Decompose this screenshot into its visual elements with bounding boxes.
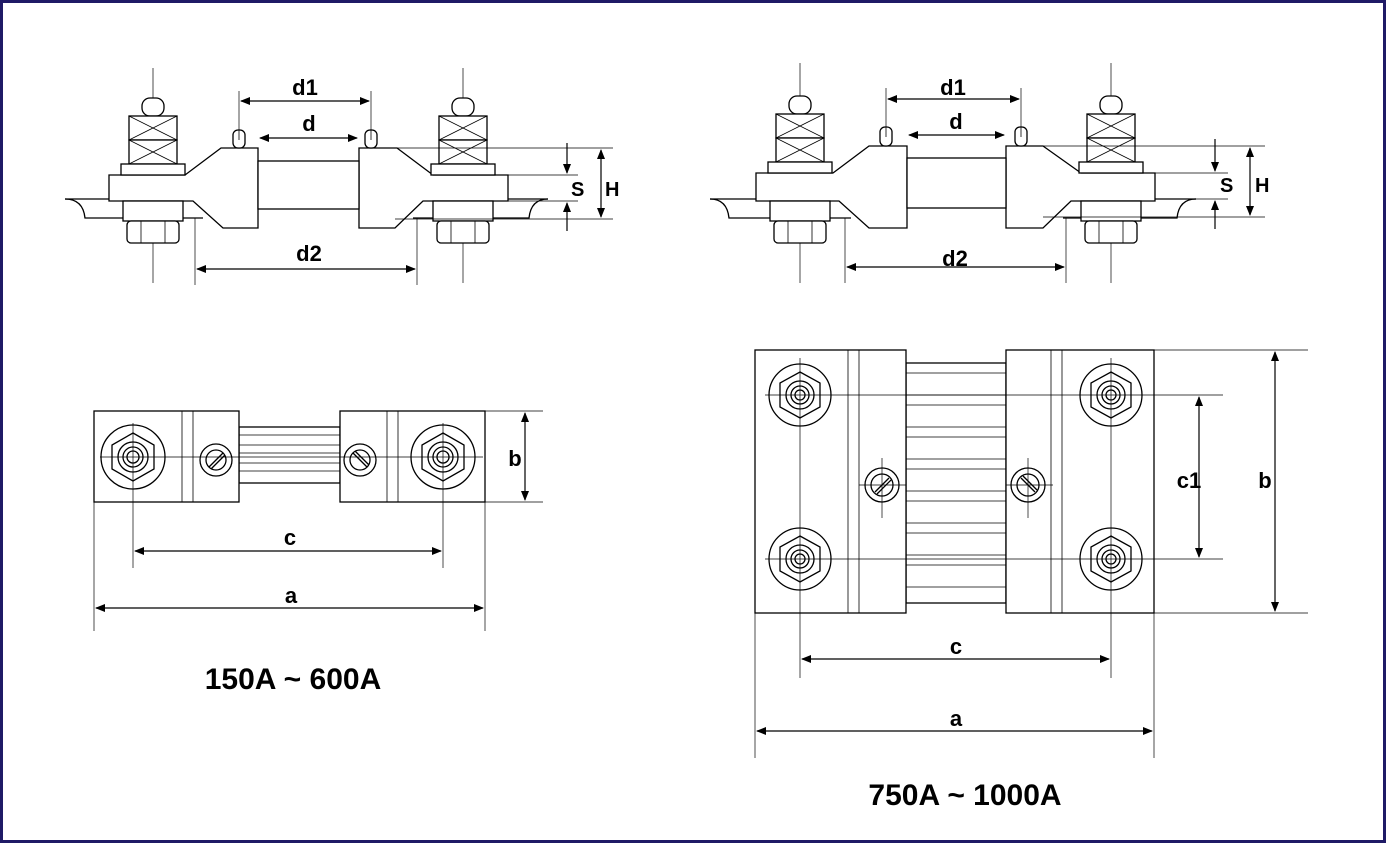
top-small-a-label: a <box>285 583 298 608</box>
side-large-d2-label: d2 <box>942 246 968 271</box>
side-view-small: d1 d d2 S H <box>64 68 619 285</box>
top-view-large: c1 b c a 750A ~ 1000A <box>754 349 1308 812</box>
side-small-h-label: H <box>605 179 619 201</box>
top-large-c1-label: c1 <box>1177 468 1201 493</box>
side-large-d-label: d <box>949 109 962 134</box>
side-large-d1-label: d1 <box>940 75 966 100</box>
top-small-c-label: c <box>284 525 296 550</box>
side-large-h-label: H <box>1255 175 1269 197</box>
shunt-dimension-drawing: d1 d d2 S H <box>64 63 1308 812</box>
side-small-s-label: S <box>571 179 584 201</box>
top-small-b-label: b <box>508 446 521 471</box>
side-large-s-label: S <box>1220 175 1233 197</box>
side-view-large: d1 d d2 S H <box>709 63 1269 283</box>
side-small-d-label: d <box>302 111 315 136</box>
caption-small-range: 150A ~ 600A <box>205 663 382 696</box>
caption-large-range: 750A ~ 1000A <box>868 779 1061 812</box>
top-view-small: b c a 150A ~ 600A <box>93 410 543 696</box>
top-large-c-label: c <box>950 634 962 659</box>
top-large-a-label: a <box>950 706 963 731</box>
side-small-d1-label: d1 <box>292 75 318 100</box>
top-large-b-label: b <box>1258 468 1271 493</box>
side-small-d2-label: d2 <box>296 241 322 266</box>
